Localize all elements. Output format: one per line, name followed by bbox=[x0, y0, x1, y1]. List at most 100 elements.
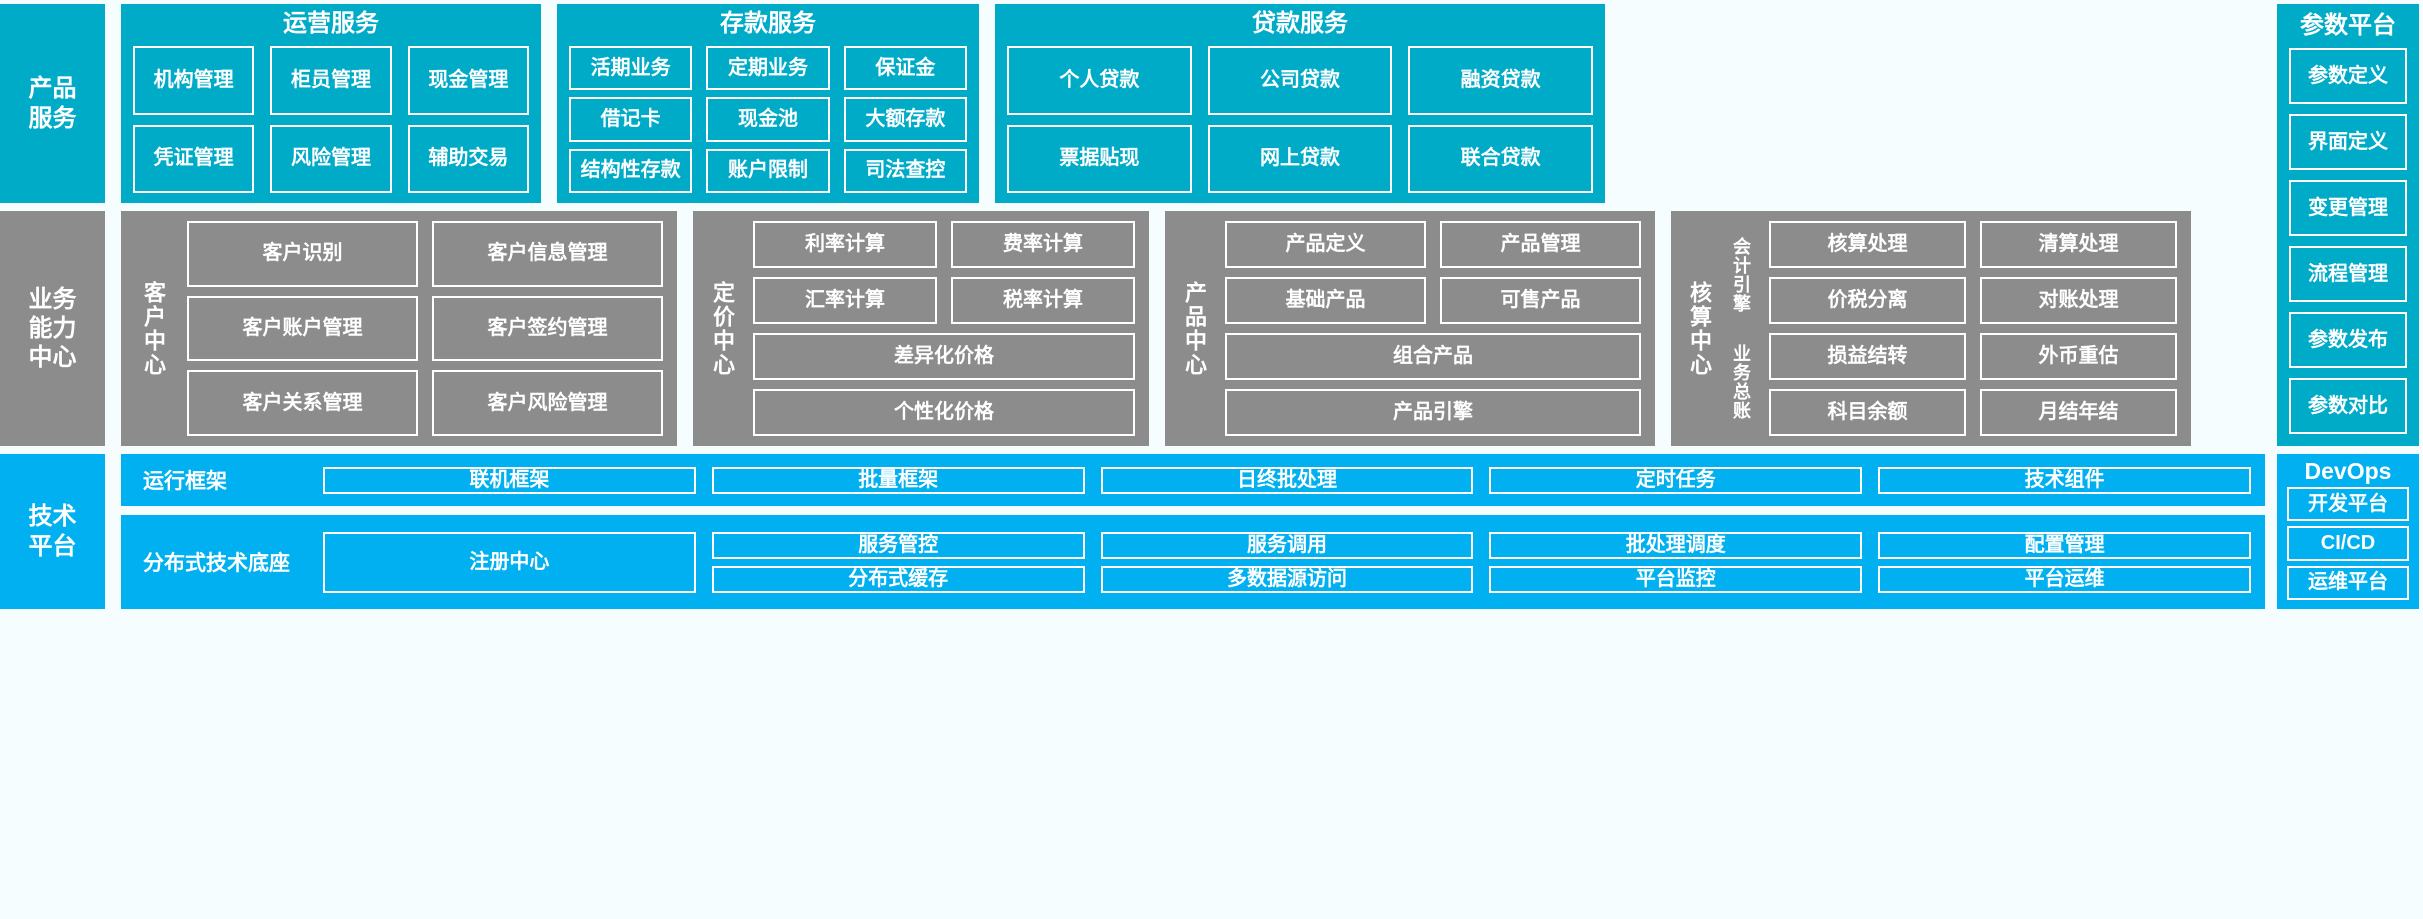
chip-item[interactable]: 税率计算 bbox=[951, 277, 1135, 324]
chip-item[interactable]: 客户关系管理 bbox=[187, 370, 418, 436]
chip-item[interactable]: 客户识别 bbox=[187, 221, 418, 287]
vlabel-product-center: 产品中心 bbox=[1182, 280, 1207, 377]
vlabel-accounting-engine: 会计引擎 bbox=[1731, 236, 1751, 313]
chip-item[interactable]: 价税分离 bbox=[1769, 277, 1966, 324]
group-loan-services: 贷款服务 个人贷款 公司贷款 融资贷款 票据贴现 网上贷款 联合贷款 bbox=[995, 4, 1605, 203]
group-operation-services: 运营服务 机构管理 柜员管理 现金管理 凭证管理 风险管理 辅助交易 bbox=[121, 4, 541, 203]
chip-item[interactable]: 凭证管理 bbox=[133, 124, 255, 193]
chip-item[interactable]: 分布式缓存 bbox=[711, 565, 1085, 593]
chip-item[interactable]: 客户签约管理 bbox=[432, 295, 663, 362]
group-parameter-platform: 参数平台 参数定义 界面定义 变更管理 流程管理 参数发布 参数对比 bbox=[2277, 4, 2419, 446]
chip-item[interactable]: 组合产品 bbox=[1225, 333, 1641, 380]
chip-item[interactable]: 汇率计算 bbox=[753, 277, 937, 324]
chip-item[interactable]: 利率计算 bbox=[753, 221, 937, 268]
chip-item[interactable]: 借记卡 bbox=[569, 97, 693, 142]
rail-business-capability: 业务能力中心 bbox=[0, 211, 105, 446]
group-title-deposit-services: 存款服务 bbox=[720, 10, 816, 37]
chip-item[interactable]: 可售产品 bbox=[1440, 277, 1641, 324]
rail-label: 技术平台 bbox=[28, 503, 77, 560]
technical-row-distributed-base: 分布式技术底座 注册中心 服务管控 服务调用 批处理调度 配置管理 分布式缓存 … bbox=[121, 515, 2265, 609]
chip-item[interactable]: 参数定义 bbox=[2289, 48, 2407, 104]
vlabel-customer-center: 客户中心 bbox=[141, 280, 166, 377]
chip-item[interactable]: 柜员管理 bbox=[270, 46, 392, 115]
group-title-devops: DevOps bbox=[2304, 458, 2392, 484]
chip-item[interactable]: 机构管理 bbox=[133, 46, 255, 115]
chip-item[interactable]: 风险管理 bbox=[270, 124, 392, 193]
chip-item[interactable]: 多数据源访问 bbox=[1100, 565, 1474, 593]
chip-item[interactable]: 基础产品 bbox=[1225, 277, 1426, 324]
group-title-parameter-platform: 参数平台 bbox=[2300, 12, 2396, 39]
chip-item[interactable]: 开发平台 bbox=[2287, 487, 2409, 522]
chip-item[interactable]: 科目余额 bbox=[1769, 389, 1966, 436]
chip-item[interactable]: 损益结转 bbox=[1769, 333, 1966, 380]
chip-item[interactable]: 参数对比 bbox=[2289, 378, 2407, 434]
group-items-deposit-services: 活期业务 定期业务 保证金 借记卡 现金池 大额存款 结构性存款 账户限制 司法… bbox=[569, 46, 967, 193]
group-title-operation-services: 运营服务 bbox=[283, 10, 379, 37]
group-deposit-services: 存款服务 活期业务 定期业务 保证金 借记卡 现金池 大额存款 结构性存款 账户… bbox=[557, 4, 979, 203]
chip-item[interactable]: 保证金 bbox=[843, 46, 967, 91]
cells-accounting-center: 核算处理 清算处理 价税分离 对账处理 损益结转 外币重估 科目余额 月结年结 bbox=[1769, 221, 2177, 436]
chip-item[interactable]: 产品管理 bbox=[1440, 221, 1641, 268]
chip-item[interactable]: 平台监控 bbox=[1489, 565, 1863, 593]
chip-item[interactable]: 界面定义 bbox=[2289, 114, 2407, 170]
chip-item[interactable]: 运维平台 bbox=[2287, 565, 2409, 600]
chip-item[interactable]: 平台运维 bbox=[1878, 565, 2251, 593]
chip-item[interactable]: 大额存款 bbox=[843, 97, 967, 142]
chip-item[interactable]: 注册中心 bbox=[323, 531, 696, 593]
cells-pricing-center: 利率计算 费率计算 汇率计算 税率计算 差异化价格 个性化价格 bbox=[753, 221, 1135, 436]
chip-item[interactable]: 客户信息管理 bbox=[432, 221, 663, 287]
chip-item[interactable]: 账户限制 bbox=[706, 148, 830, 193]
chip-item[interactable]: 司法查控 bbox=[843, 148, 967, 193]
layer-technical-platform: 技术平台 运行框架 联机框架 批量框架 日终批处理 定时任务 技术组件 分布式技… bbox=[0, 454, 2423, 609]
technical-row-runtime-framework: 运行框架 联机框架 批量框架 日终批处理 定时任务 技术组件 bbox=[121, 454, 2265, 506]
chip-item[interactable]: 联机框架 bbox=[323, 466, 696, 494]
chip-item[interactable]: 定时任务 bbox=[1489, 466, 1863, 494]
group-accounting-center: 核算中心 会计引擎 业务总账 核算处理 清算处理 价税分离 对账处理 损益结转 … bbox=[1671, 211, 2191, 446]
chip-item[interactable]: 批量框架 bbox=[711, 466, 1085, 494]
chip-item[interactable]: 变更管理 bbox=[2289, 180, 2407, 236]
chip-item[interactable]: 结构性存款 bbox=[569, 148, 693, 193]
right-column: 参数平台 参数定义 界面定义 变更管理 流程管理 参数发布 参数对比 bbox=[2277, 4, 2419, 446]
rail-label: 业务能力中心 bbox=[28, 285, 77, 372]
chip-item[interactable]: 辅助交易 bbox=[407, 124, 529, 193]
group-items-operation-services: 机构管理 柜员管理 现金管理 凭证管理 风险管理 辅助交易 bbox=[133, 46, 529, 193]
chip-item[interactable]: 流程管理 bbox=[2289, 246, 2407, 302]
chip-item[interactable]: 日终批处理 bbox=[1100, 466, 1474, 494]
chip-item[interactable]: 票据贴现 bbox=[1007, 124, 1192, 193]
chip-item[interactable]: 服务管控 bbox=[711, 531, 1085, 559]
chip-item[interactable]: 外币重估 bbox=[1980, 333, 2177, 380]
chip-item[interactable]: 联合贷款 bbox=[1408, 124, 1593, 193]
chip-item[interactable]: CI/CD bbox=[2287, 526, 2409, 561]
vlabel-business-ledger: 业务总账 bbox=[1731, 344, 1751, 421]
chip-item[interactable]: 客户账户管理 bbox=[187, 295, 418, 362]
chip-item[interactable]: 产品定义 bbox=[1225, 221, 1426, 268]
group-customer-center: 客户中心 客户识别 客户信息管理 客户账户管理 客户签约管理 客户关系管理 客户… bbox=[121, 211, 677, 446]
cells-product-center: 产品定义 产品管理 基础产品 可售产品 组合产品 产品引擎 bbox=[1225, 221, 1641, 436]
chip-item[interactable]: 融资贷款 bbox=[1408, 46, 1593, 115]
chip-item[interactable]: 个人贷款 bbox=[1007, 46, 1192, 115]
chip-item[interactable]: 网上贷款 bbox=[1207, 124, 1393, 193]
chip-item[interactable]: 活期业务 bbox=[569, 46, 693, 91]
vlabel-pricing-center: 定价中心 bbox=[710, 280, 735, 377]
chip-item[interactable]: 个性化价格 bbox=[753, 389, 1135, 436]
chip-item[interactable]: 产品引擎 bbox=[1225, 389, 1641, 436]
chip-item[interactable]: 配置管理 bbox=[1878, 531, 2251, 559]
chip-item[interactable]: 服务调用 bbox=[1100, 531, 1474, 559]
chip-item[interactable]: 清算处理 bbox=[1980, 221, 2177, 268]
chip-item[interactable]: 差异化价格 bbox=[753, 333, 1135, 380]
chip-item[interactable]: 批处理调度 bbox=[1489, 531, 1863, 559]
chip-item[interactable]: 公司贷款 bbox=[1207, 46, 1393, 115]
chip-item[interactable]: 定期业务 bbox=[706, 46, 830, 91]
chip-item[interactable]: 月结年结 bbox=[1980, 389, 2177, 436]
chip-item[interactable]: 参数发布 bbox=[2289, 312, 2407, 368]
chip-item[interactable]: 现金管理 bbox=[407, 46, 529, 115]
group-product-center: 产品中心 产品定义 产品管理 基础产品 可售产品 组合产品 产品引擎 bbox=[1165, 211, 1655, 446]
chip-item[interactable]: 费率计算 bbox=[951, 221, 1135, 268]
cells-customer-center: 客户识别 客户信息管理 客户账户管理 客户签约管理 客户关系管理 客户风险管理 bbox=[187, 221, 663, 436]
chip-item[interactable]: 对账处理 bbox=[1980, 277, 2177, 324]
chip-item[interactable]: 技术组件 bbox=[1878, 466, 2251, 494]
chip-item[interactable]: 现金池 bbox=[706, 97, 830, 142]
chip-item[interactable]: 客户风险管理 bbox=[432, 370, 663, 436]
chip-item[interactable]: 核算处理 bbox=[1769, 221, 1966, 268]
technical-row-label: 分布式技术底座 bbox=[143, 552, 290, 575]
